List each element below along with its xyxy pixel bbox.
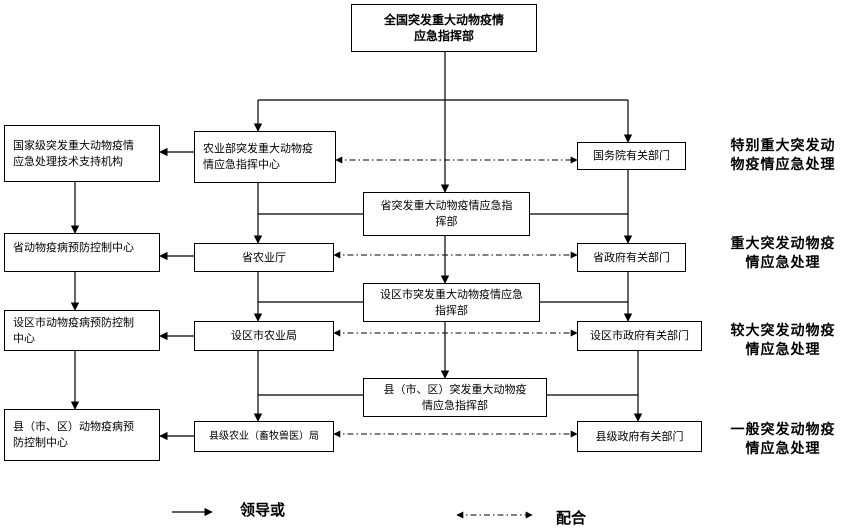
prov-disease-center-box: 省动物疫病预防控制中心 bbox=[4, 233, 160, 272]
county-disease-center-box: 县（市、区）动物疫病预 防控制中心 bbox=[4, 409, 160, 461]
legend-coop-label: 配合 bbox=[556, 509, 587, 527]
national-command-box: 全国突发重大动物疫情 应急指挥部 bbox=[351, 4, 537, 52]
city-gov-depts-box: 设区市政府有关部门 bbox=[577, 321, 702, 351]
level-label-especially-major: 特别重大突发动 物疫情应急处理 bbox=[730, 138, 836, 173]
moa-command-center-box: 农业部突发重大动物疫 情应急指挥中心 bbox=[194, 131, 336, 183]
state-council-box: 国务院有关部门 bbox=[577, 142, 686, 170]
level-label-larger: 较大突发动物疫 情应急处理 bbox=[730, 323, 836, 358]
city-agri-bureau-box: 设区市农业局 bbox=[194, 321, 334, 351]
level-label-major: 重大突发动物疫 情应急处理 bbox=[730, 236, 836, 271]
provincial-command-box: 省突发重大动物疫情应急指 挥部 bbox=[363, 192, 530, 236]
prov-agri-dept-box: 省农业厅 bbox=[194, 243, 334, 272]
county-gov-depts-box: 县级政府有关部门 bbox=[577, 421, 702, 452]
county-command-box: 县（市、区）突发重大动物疫 情应急指挥部 bbox=[363, 378, 547, 417]
level-label-general: 一般突发动物疫 情应急处理 bbox=[730, 422, 836, 457]
legend-lead-label: 领导或 bbox=[240, 501, 286, 519]
prov-gov-depts-box: 省政府有关部门 bbox=[577, 243, 686, 272]
city-command-box: 设区市突发重大动物疫情应急 指挥部 bbox=[363, 283, 540, 322]
county-agri-bureau-box: 县级农业（畜牧兽医）局 bbox=[194, 421, 334, 452]
city-disease-center-box: 设区市动物疫病预防控制 中心 bbox=[4, 310, 160, 351]
tech-support-box: 国家级突发重大动物疫情 应急处理技术支持机构 bbox=[4, 125, 160, 182]
